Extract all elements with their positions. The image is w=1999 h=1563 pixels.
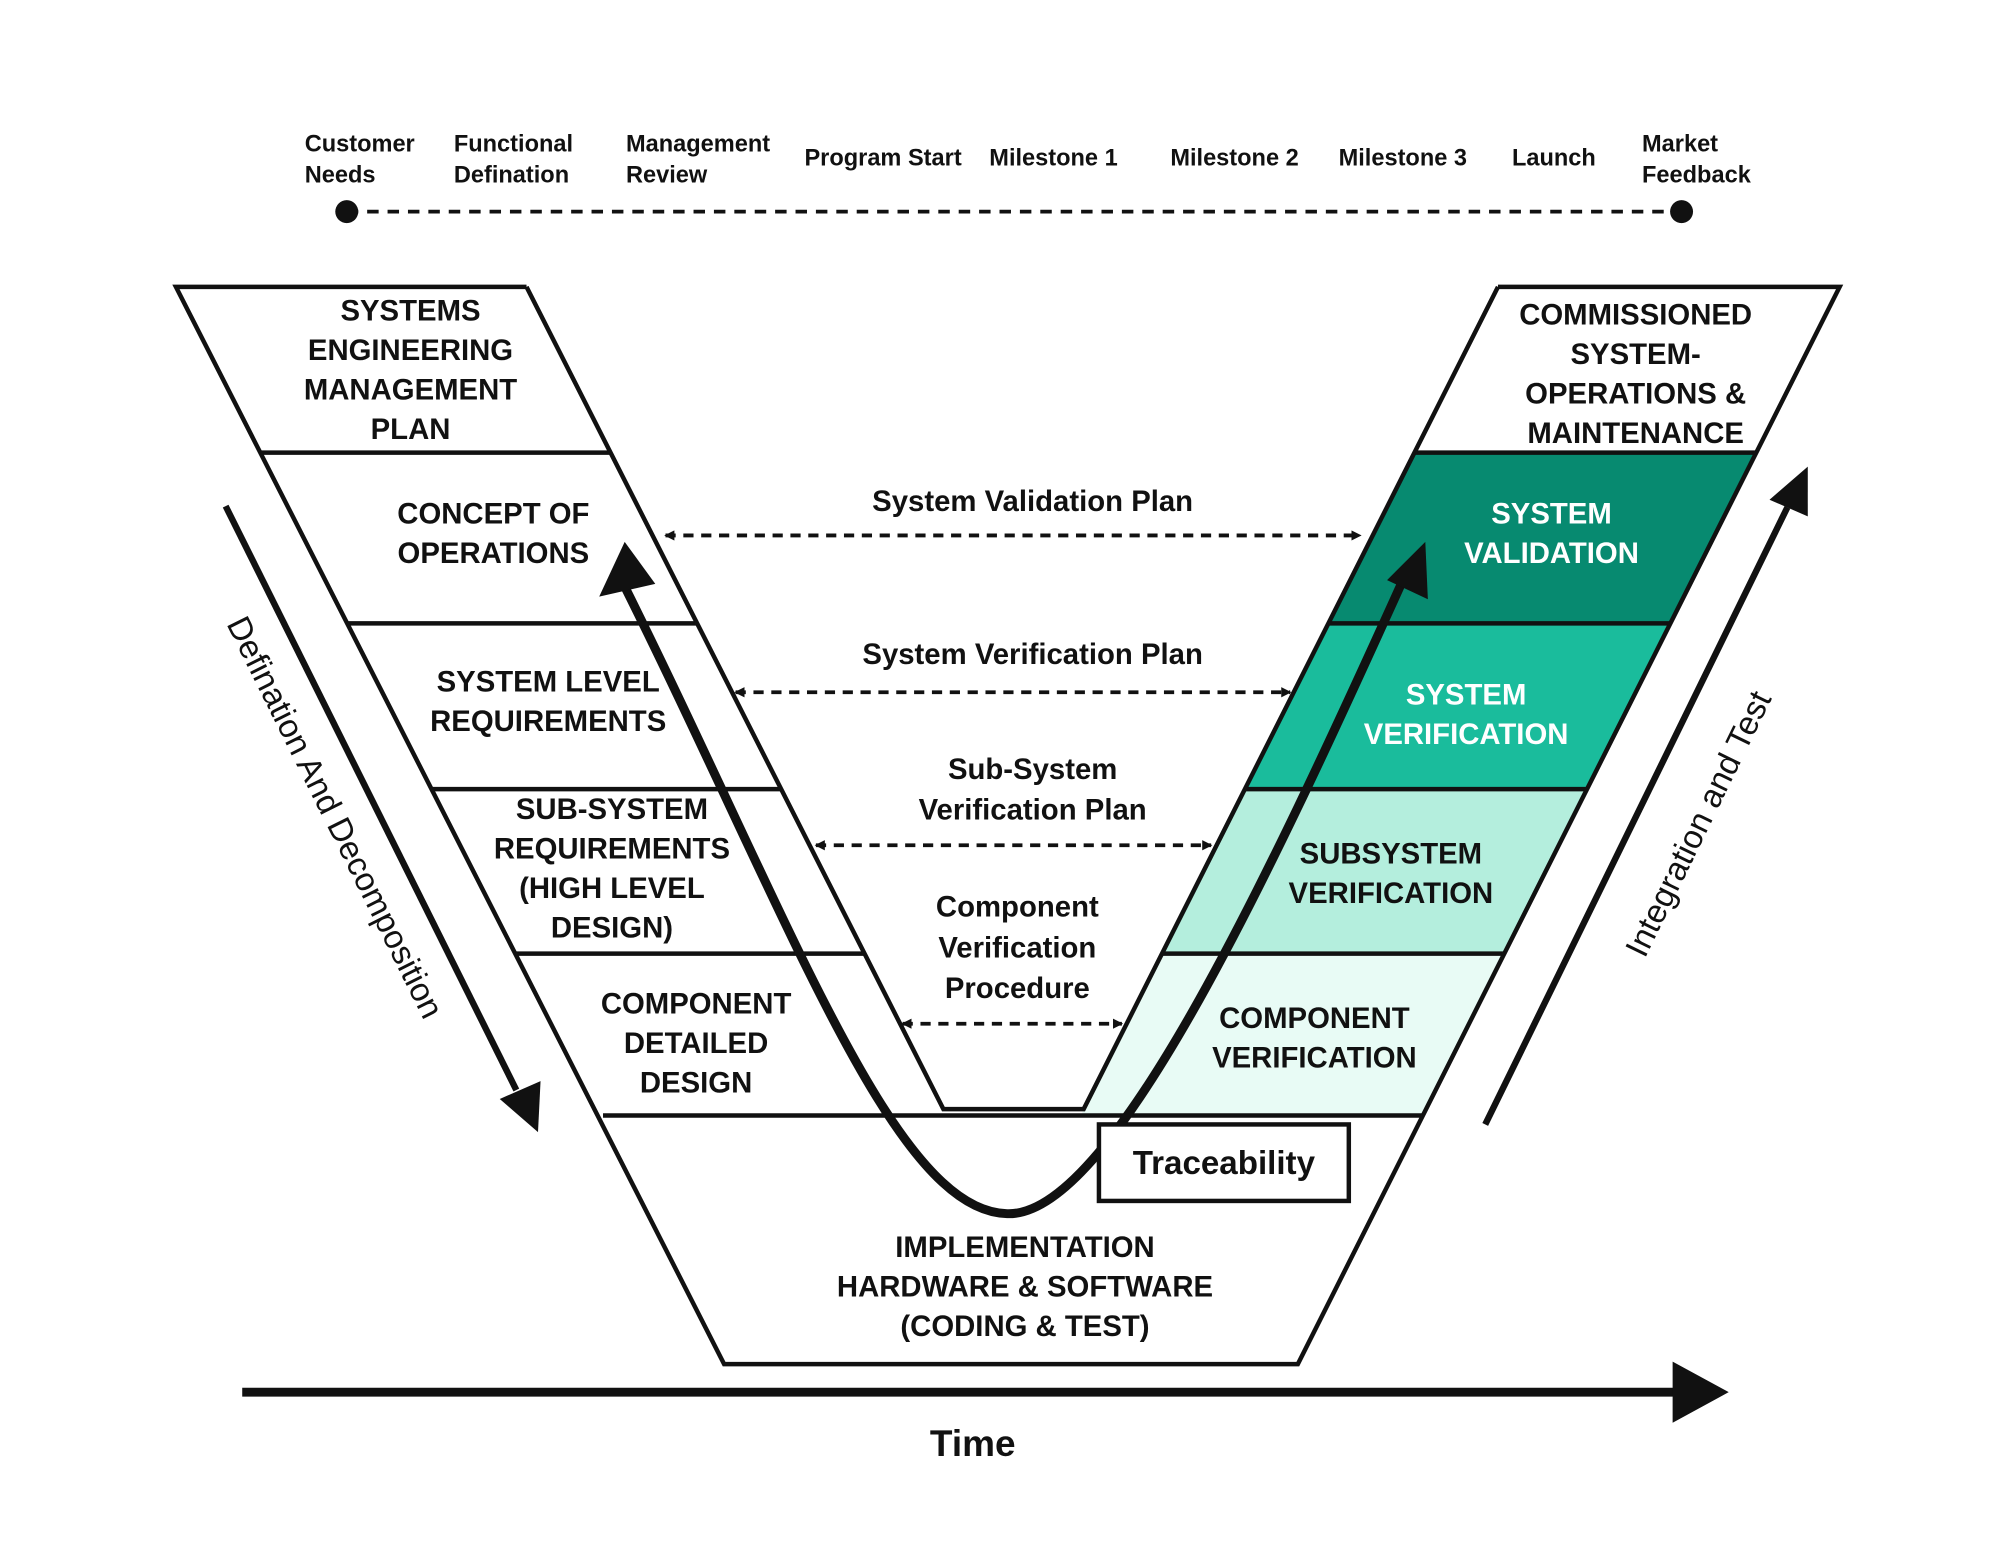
system-validation-fill (1328, 452, 1757, 624)
right-stage-line: SYSTEM- (1571, 338, 1701, 371)
timeline-milestone-line: Milestone 1 (989, 145, 1117, 171)
timeline-milestone-line: Feedback (1642, 161, 1752, 187)
plan-label-line: Procedure (945, 972, 1090, 1005)
left-stage-line: DETAILED (624, 1027, 768, 1060)
integration-arrow (1482, 506, 1791, 1126)
timeline-milestone: Launch (1512, 145, 1596, 171)
right-stage: COMPONENT VERIFICATION (1212, 1002, 1417, 1075)
left-stage: SYSTEMS ENGINEERING MANAGEMENT PLAN (304, 295, 517, 447)
left-stage: CONCEPT OF OPERATIONS (397, 497, 589, 570)
right-stage-line: VERIFICATION (1212, 1042, 1417, 1075)
left-stage-line: SUB-SYSTEM (516, 793, 708, 826)
timeline-milestone-line: Defination (454, 161, 569, 187)
right-stage-line: SUBSYSTEM (1300, 838, 1482, 871)
timeline-milestone-line: Milestone 2 (1170, 145, 1298, 171)
timeline-milestone-line: Needs (305, 161, 376, 187)
left-stage: SYSTEM LEVEL REQUIREMENTS (430, 666, 666, 739)
system-verification-fill (1244, 623, 1671, 790)
left-stage-line: (HIGH LEVEL (519, 872, 705, 905)
plan-label-line: System Verification Plan (862, 638, 1203, 671)
traceability-curve (614, 565, 1413, 1219)
decomposition-label: Defination And Decomposition (219, 611, 450, 1025)
right-stage: SUBSYSTEM VERIFICATION (1289, 838, 1494, 911)
right-stage: SYSTEM VALIDATION (1464, 497, 1639, 570)
left-stage-line: PLAN (371, 413, 451, 446)
timeline-end-dot (1670, 200, 1694, 224)
plan-label: System Verification Plan (862, 638, 1203, 671)
timeline-milestone-line: Functional (454, 131, 573, 157)
timeline-milestone-line: Review (626, 161, 708, 187)
implementation-stage: IMPLEMENTATION HARDWARE & SOFTWARE (CODING… (837, 1231, 1213, 1343)
right-stage-line: SYSTEM (1491, 497, 1612, 530)
implementation-stage-line: (CODING & TEST) (900, 1310, 1149, 1343)
decomposition-arrowhead-icon (499, 1081, 541, 1133)
component-verification-fill (1081, 953, 1505, 1116)
right-stage-line: COMPONENT (1219, 1002, 1410, 1035)
timeline-milestone-line: Management (626, 131, 770, 157)
plan-label-line: System Validation Plan (872, 485, 1193, 518)
left-stage: COMPONENT DETAILED DESIGN (601, 988, 792, 1100)
plan-label: System Validation Plan (872, 485, 1193, 518)
left-stage-line: DESIGN (640, 1067, 752, 1100)
right-stage-line: SYSTEM (1406, 678, 1527, 711)
integration-label: Integration and Test (1619, 685, 1780, 962)
time-label: Time (930, 1423, 1016, 1464)
right-stage-line: VERIFICATION (1364, 718, 1569, 751)
plan-label-line: Sub-System (948, 753, 1117, 786)
right-stage-line: VERIFICATION (1289, 877, 1494, 910)
timeline-milestone-line: Launch (1512, 145, 1596, 171)
right-stage: COMMISSIONED SYSTEM- OPERATIONS & MAINTENAN… (1519, 298, 1752, 450)
plan-label-line: Component (936, 891, 1099, 924)
curve-arrowhead-left-icon (599, 541, 656, 597)
left-stage-line: REQUIREMENTS (494, 833, 730, 866)
left-stage-line: ENGINEERING (308, 334, 513, 367)
plan-label-line: Verification Plan (919, 794, 1147, 827)
left-stage-line: REQUIREMENTS (430, 705, 666, 738)
timeline-milestone-line: Program Start (804, 145, 961, 171)
timeline-milestone-line: Market (1642, 131, 1718, 157)
traceability-box (1096, 1122, 1352, 1204)
right-stage-line: OPERATIONS & (1525, 378, 1746, 411)
left-stage-line: MANAGEMENT (304, 374, 517, 407)
left-stage-line: SYSTEM LEVEL (437, 666, 660, 699)
timeline-milestone: Milestone 2 (1170, 145, 1298, 171)
left-stage-line: DESIGN) (551, 912, 673, 945)
left-stage: SUB-SYSTEM REQUIREMENTS (HIGH LEVEL DESIGN) (494, 793, 730, 945)
traceability-label: Traceability (1133, 1145, 1316, 1182)
implementation-stage-line: HARDWARE & SOFTWARE (837, 1271, 1213, 1304)
implementation-stage-line: IMPLEMENTATION (895, 1231, 1154, 1264)
left-stage-line: OPERATIONS (398, 537, 590, 570)
timeline-milestone: Milestone 1 (989, 145, 1117, 171)
timeline-start-dot (335, 200, 359, 224)
timeline-milestone: Milestone 3 (1339, 145, 1467, 171)
timeline-milestone-line: Customer (305, 131, 415, 157)
left-stage-line: SYSTEMS (340, 295, 480, 328)
right-stage-line: VALIDATION (1464, 537, 1639, 570)
plan-label-line: Verification (938, 931, 1096, 964)
right-stage: SYSTEM VERIFICATION (1364, 678, 1569, 751)
time-arrowhead-icon (1672, 1361, 1729, 1423)
subsystem-verification-fill (1161, 789, 1588, 954)
timeline-milestone: Program Start (804, 145, 961, 171)
left-stage-line: COMPONENT (601, 988, 792, 1021)
decomposition-arrow (222, 504, 520, 1092)
right-stage-line: COMMISSIONED (1519, 298, 1752, 331)
left-stage-line: CONCEPT OF (397, 497, 589, 530)
timeline-milestone-line: Milestone 3 (1339, 145, 1467, 171)
right-stage-line: MAINTENANCE (1527, 417, 1744, 450)
